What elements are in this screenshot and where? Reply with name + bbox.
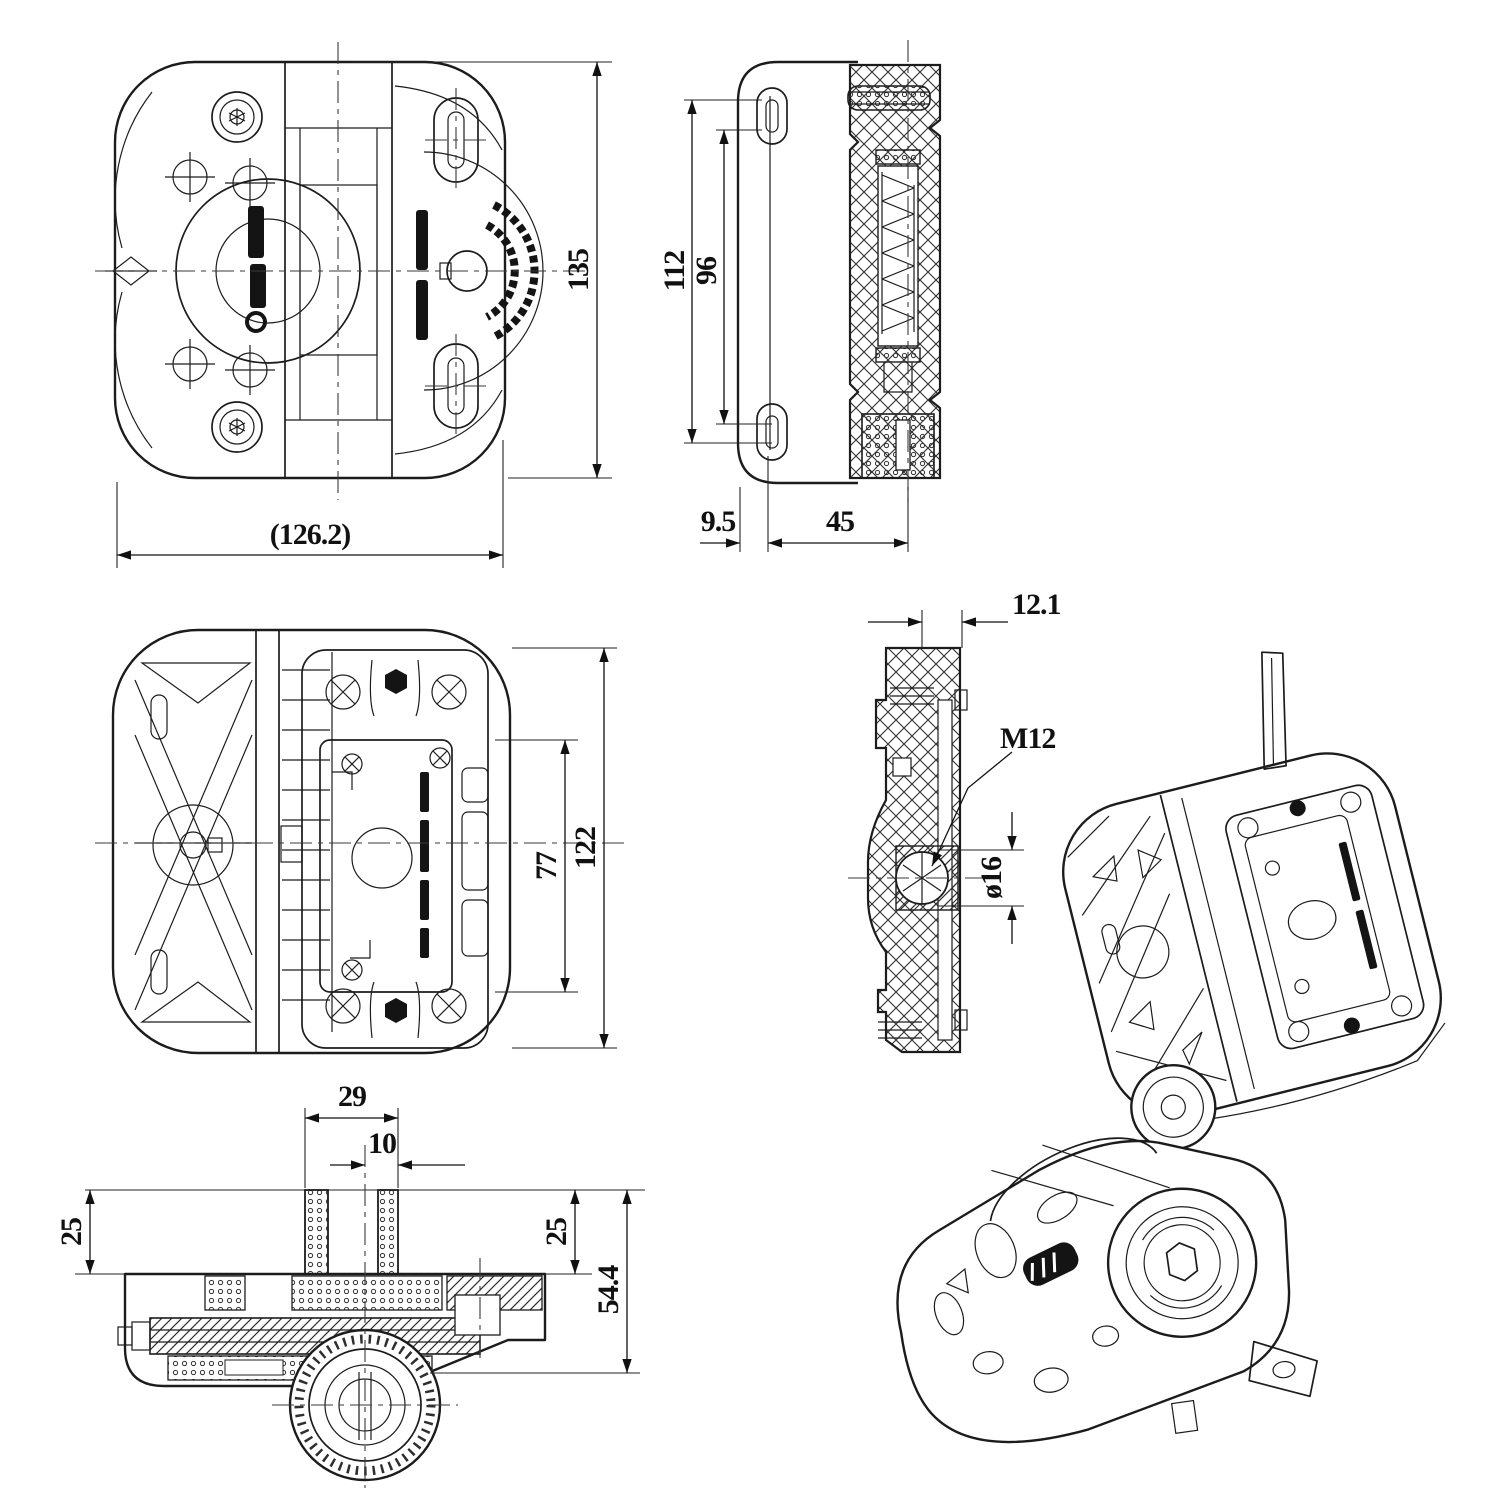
top-screw <box>847 85 931 111</box>
dim-slot-span: 29 <box>304 1080 399 1188</box>
hex-nut-top <box>385 669 407 694</box>
wire-clips <box>369 659 421 1039</box>
side-section-view: 112 96 9.5 45 <box>658 40 942 552</box>
dim-flange-left: 25 <box>55 1190 125 1275</box>
dim-mount-span-inner: 96 <box>690 129 772 425</box>
dim-overall-height: 54.4 <box>430 1190 640 1374</box>
bottom-body-outline <box>111 628 512 1055</box>
torx-screw-top <box>211 91 263 143</box>
dim-mount-span-outer: 112 <box>658 99 772 444</box>
left-wall <box>304 1189 329 1275</box>
mount-slot-bottom <box>425 334 488 438</box>
dim-text-body-height: 122 <box>569 827 602 869</box>
iso2-foot <box>1170 1340 1318 1434</box>
dim-text-thread: M12 <box>1000 722 1055 755</box>
front-section-view: 29 10 25 25 54.4 <box>55 1080 645 1488</box>
profile-section-view: 12.1 M12 ø16 <box>848 588 1062 1054</box>
dim-text-slot-span: 29 <box>338 1080 366 1113</box>
body-contour-arc <box>114 91 153 449</box>
inner-plate <box>319 739 453 993</box>
side-pads <box>461 767 489 957</box>
dim-slot-width: 10 <box>330 1127 465 1170</box>
pivot-holes <box>165 152 275 395</box>
spring-channel <box>877 165 919 347</box>
embossed-text-bar <box>420 772 429 958</box>
dim-text-wall-thickness: 12.1 <box>1012 588 1061 621</box>
dim-text-body-depth: 45 <box>826 505 854 538</box>
iso-plate <box>1225 784 1425 1050</box>
plate-slot-bottom <box>756 403 788 461</box>
thread-lines-top <box>890 687 934 705</box>
hex-socket <box>1165 1242 1199 1282</box>
hex-nut-bottom <box>385 998 407 1023</box>
spring-seat-top <box>875 149 921 165</box>
dim-text-mount-span-inner: 96 <box>690 256 723 285</box>
bottom-screw <box>878 1021 922 1039</box>
dim-plan-height: 135 <box>350 61 612 479</box>
mount-slot-top <box>425 88 488 192</box>
dim-flange-right: 25 <box>540 1190 592 1275</box>
pawl-tab <box>280 825 303 863</box>
lobe-arc <box>394 85 503 455</box>
mechanism-section <box>847 63 942 480</box>
dim-text-flange-right: 25 <box>540 1218 573 1246</box>
bolt-head <box>131 1321 151 1351</box>
dim-text-mount-span-outer: 112 <box>658 251 691 291</box>
iso-flag-plate <box>1261 651 1287 770</box>
right-notch <box>454 1294 501 1336</box>
rib-comb <box>282 652 333 1032</box>
iso2-barrel <box>989 1137 1258 1338</box>
cover-plate <box>301 649 489 1049</box>
dim-text-bore: ø16 <box>975 856 1008 899</box>
coil-spring <box>881 172 915 334</box>
dim-body-height: 122 <box>512 647 617 1049</box>
torx-screw-bottom <box>211 401 263 453</box>
dim-text-slot-width: 10 <box>368 1127 396 1160</box>
dim-text-plan-height: 135 <box>562 249 595 291</box>
dim-bore: ø16 <box>938 812 1024 944</box>
dim-plate-height: 77 <box>495 739 578 993</box>
isometric-top-view <box>896 1137 1318 1444</box>
nub-bottom <box>954 1009 968 1031</box>
isometric-bottom-view <box>1061 651 1446 1151</box>
embossed-logo-left <box>245 206 267 333</box>
iso2-holes <box>933 1191 1120 1393</box>
dim-wall-thickness: 12.1 <box>868 588 1062 648</box>
plan-view: 135 (126.2) <box>95 42 612 568</box>
dim-text-edge-offset: 9.5 <box>701 505 736 538</box>
spring-seat-bottom <box>875 347 921 363</box>
dim-text-plan-width: (126.2) <box>270 518 350 551</box>
dim-text-overall-height: 54.4 <box>592 1265 625 1315</box>
plunger <box>883 362 913 393</box>
nub-top <box>954 689 968 711</box>
plate-slot-top <box>756 87 788 145</box>
thread-callout: M12 <box>931 722 1056 867</box>
mount-plate-outline <box>736 60 858 485</box>
dim-plan-width: (126.2) <box>116 440 504 568</box>
orientation-marks <box>332 771 371 959</box>
dim-edge-offset: 9.5 <box>700 456 909 552</box>
right-wall <box>377 1189 399 1275</box>
dim-text-flange-left: 25 <box>55 1218 88 1246</box>
iso2-logo <box>1023 1242 1079 1286</box>
dim-text-plate-height: 77 <box>530 851 563 880</box>
bottom-view: 77 122 <box>95 628 630 1055</box>
lattice-ribs <box>134 662 253 1023</box>
window-notch <box>892 757 912 777</box>
dim-body-depth: 45 <box>768 505 908 548</box>
